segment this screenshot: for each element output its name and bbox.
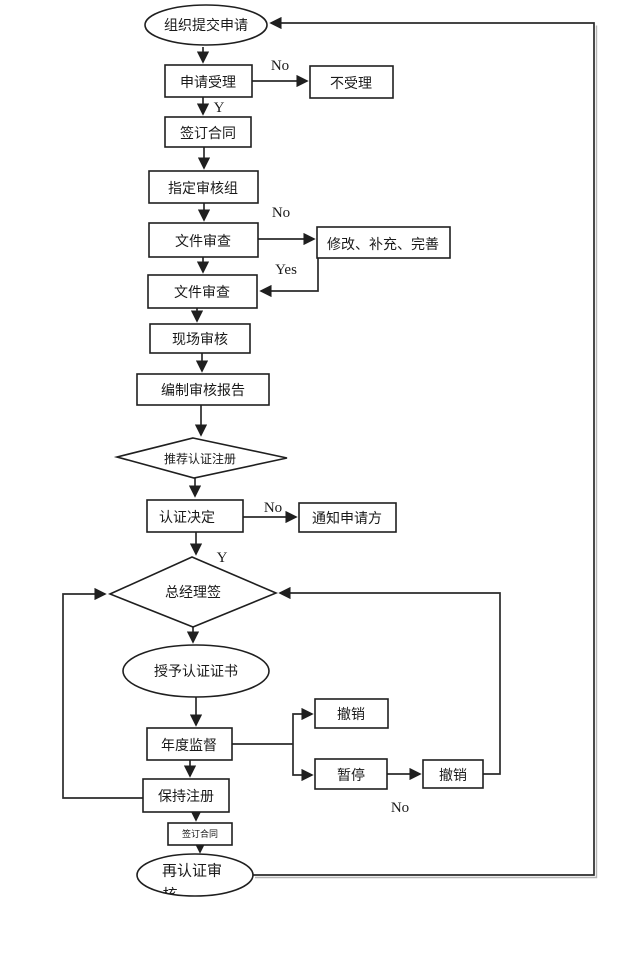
edge-maintain-to-manager [62,587,143,799]
notify-box [298,502,397,533]
contract-label: 签订合同 [180,125,236,141]
team-box [148,170,259,204]
team-label: 指定审核组 [168,180,238,196]
maintain-box [142,778,230,813]
grant-ellipse [122,644,270,698]
edge-label-accept-no: No [271,58,289,74]
node-suspend: 暂停 [314,758,388,790]
annual-label: 年度监督 [161,737,217,753]
node-accept: 申请受理 [164,64,253,98]
recert-clipped-label: 核 [162,887,177,904]
edge-recert-to-start [253,16,595,876]
recommend-diamond [113,437,288,479]
edge-modify-to-review2 [259,258,319,298]
contract-small-box [167,822,233,846]
accept-box [164,64,253,98]
review1-label: 文件审查 [175,233,231,249]
node-reject: 不受理 [309,65,394,99]
recert-label: 再认证审 [162,863,222,880]
node-manager: 总经理签 [107,556,279,628]
edge-label-accept-yes: Y [214,100,225,116]
reject-label: 不受理 [330,75,372,91]
node-revoke-b: 撤销 [422,759,484,789]
contract-small-label: 签订合同 [182,828,218,839]
annual-box [146,727,233,761]
recommend-label: 推荐认证注册 [164,451,236,466]
node-contract-small: 签订合同 [167,822,233,846]
contract-box [164,116,252,148]
nodes: 组织提交申请 申请受理 不受理 签订合同 指定审核组 文件审查 修改、补充、完善 [107,4,484,904]
node-decision: 认证决定 [146,499,244,533]
edge-label-decision-yes: Y [217,550,228,566]
grant-label: 授予认证证书 [154,663,238,679]
review1-box [148,222,259,258]
node-recert: 再认证审 核 [136,853,254,904]
recert-ellipse [136,853,254,897]
revoke-a-box [314,698,389,729]
report-box [136,373,270,406]
node-grant: 授予认证证书 [122,644,270,698]
edge-branch-to-revoke-a [292,707,314,744]
revoke-b-box [422,759,484,789]
edge-labels: No Y No Yes No Y No [214,58,410,816]
onsite-box [149,323,251,354]
node-review1: 文件审查 [148,222,259,258]
suspend-box [314,758,388,790]
decision-box [146,499,244,533]
node-recommend: 推荐认证注册 [113,437,288,479]
edge-revoke-b-to-manager [278,586,501,775]
edge-label-review-no: No [272,205,290,221]
node-maintain: 保持注册 [142,778,230,813]
node-annual: 年度监督 [146,727,233,761]
node-review2: 文件审查 [147,274,258,309]
revoke-a-label: 撤销 [337,706,365,722]
edge-label-decision-no: No [264,500,282,516]
node-modify: 修改、补充、完善 [316,226,451,259]
edge-branch-to-suspend [292,744,314,782]
review2-box [147,274,258,309]
manager-diamond [107,556,279,628]
start-ellipse [144,4,268,46]
modify-label: 修改、补充、完善 [327,236,439,252]
suspend-label: 暂停 [337,767,365,783]
node-team: 指定审核组 [148,170,259,204]
onsite-label: 现场审核 [172,331,228,347]
notify-label: 通知申请方 [312,510,382,526]
manager-label: 总经理签 [165,584,221,600]
edge-recert-to-start-shadow [255,25,598,879]
node-contract: 签订合同 [164,116,252,148]
node-start: 组织提交申请 [144,4,268,46]
review2-label: 文件审查 [174,284,230,300]
node-notify: 通知申请方 [298,502,397,533]
node-report: 编制审核报告 [136,373,270,406]
node-revoke-a: 撤销 [314,698,389,729]
reject-box [309,65,394,99]
edge-label-review-yes: Yes [275,262,297,278]
decision-label: 认证决定 [159,509,215,525]
maintain-label: 保持注册 [158,788,214,804]
modify-box [316,226,451,259]
node-onsite: 现场审核 [149,323,251,354]
revoke-b-label: 撤销 [439,767,467,783]
accept-label: 申请受理 [180,74,236,90]
report-label: 编制审核报告 [161,382,245,398]
edge-label-suspend-no: No [391,800,409,816]
start-label: 组织提交申请 [164,17,248,33]
edges [62,16,598,879]
